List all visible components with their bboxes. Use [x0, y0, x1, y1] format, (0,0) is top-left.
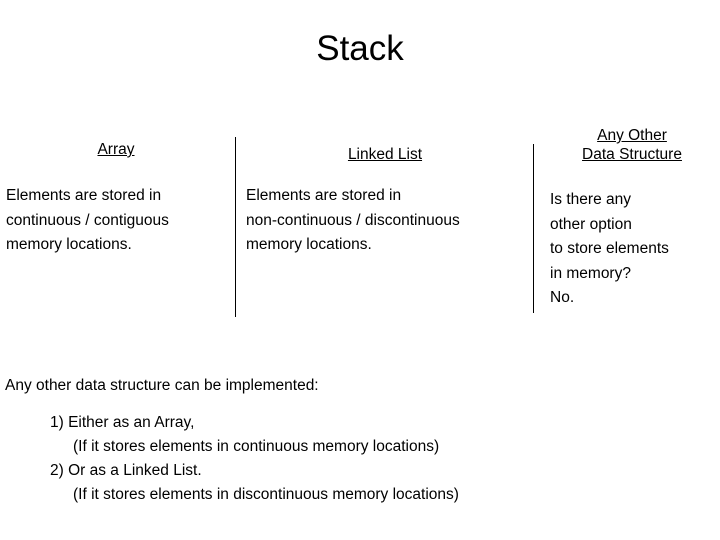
summary-item-1-note: (If it stores elements in continuous mem… — [73, 438, 440, 455]
summary-item-2: 2) Or as a Linked List. — [50, 462, 202, 479]
column-array-header: Array — [4, 126, 228, 159]
column-array: Array Elements are stored in continuous … — [4, 126, 228, 258]
column-array-header-text: Array — [97, 141, 135, 158]
column-any-other-body: Is there any other option to store eleme… — [550, 191, 669, 282]
summary-intro: Any other data structure can be implemen… — [5, 377, 319, 394]
column-linked-list-header: Linked List — [246, 126, 524, 164]
column-divider-right — [533, 144, 534, 313]
summary-item-1: 1) Either as an Array, — [50, 414, 195, 431]
column-any-other-header: Any Other Data Structure — [546, 126, 718, 164]
column-divider-left — [235, 137, 236, 317]
column-linked-list-header-text: Linked List — [347, 146, 423, 163]
column-linked-list-body: Elements are stored in non-continuous / … — [246, 187, 460, 253]
column-any-other-header-text: Any Other Data Structure — [582, 127, 682, 163]
summary-block: Any other data structure can be implemen… — [0, 374, 720, 507]
column-any-other: Any Other Data Structure Is there any ot… — [546, 126, 718, 311]
column-linked-list: Linked List Elements are stored in non-c… — [246, 126, 524, 258]
column-any-other-answer: No. — [550, 289, 575, 306]
summary-item-2-note: (If it stores elements in discontinuous … — [73, 486, 459, 503]
page-title: Stack — [316, 29, 404, 68]
column-array-body: Elements are stored in continuous / cont… — [6, 187, 169, 253]
comparison-columns: Array Elements are stored in continuous … — [0, 126, 720, 326]
